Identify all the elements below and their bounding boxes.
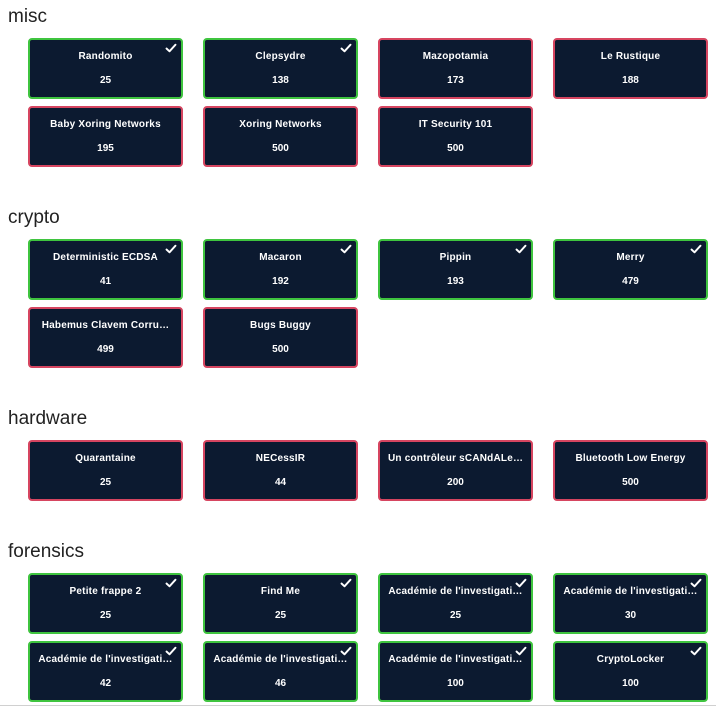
- divider: [0, 705, 716, 706]
- challenge-points: 25: [449, 610, 462, 621]
- challenge-name: Quarantaine: [75, 453, 136, 464]
- challenge-points: 41: [99, 276, 112, 287]
- check-icon: [515, 578, 527, 588]
- challenge-name: Académie de l'investigati…: [563, 586, 698, 597]
- challenge-points: 138: [272, 75, 289, 86]
- check-icon: [515, 244, 527, 254]
- challenge-name: Merry: [616, 252, 645, 263]
- check-icon: [165, 244, 177, 254]
- check-icon: [690, 646, 702, 656]
- category-title: forensics: [8, 541, 85, 562]
- challenge-name: Académie de l'investigati…: [38, 654, 173, 665]
- challenge-points: 500: [272, 143, 289, 154]
- challenge-name: Baby Xoring Networks: [50, 119, 161, 130]
- check-icon: [165, 43, 177, 53]
- challenge-name: Académie de l'investigati…: [388, 654, 523, 665]
- challenge-points: 44: [274, 477, 287, 488]
- challenge-card[interactable]: Clepsydre 138: [203, 38, 358, 99]
- check-icon: [165, 646, 177, 656]
- challenge-points: 479: [622, 276, 639, 287]
- challenge-points: 25: [274, 610, 287, 621]
- challenge-name: Macaron: [259, 252, 302, 263]
- challenge-card[interactable]: Deterministic ECDSA 41: [28, 239, 183, 300]
- check-icon: [165, 578, 177, 588]
- challenge-points: 200: [447, 477, 464, 488]
- challenge-points: 25: [99, 75, 112, 86]
- category-title: misc: [8, 6, 48, 27]
- challenge-name: IT Security 101: [418, 119, 493, 130]
- category-title: crypto: [8, 207, 60, 228]
- challenge-points: 192: [272, 276, 289, 287]
- challenge-card[interactable]: Le Rustique 188: [553, 38, 708, 99]
- challenge-points: 30: [624, 610, 637, 621]
- challenge-points: 100: [447, 678, 464, 689]
- challenge-points: 42: [99, 678, 112, 689]
- challenge-card[interactable]: Académie de l'investigati… 46: [203, 641, 358, 702]
- challenge-name: Le Rustique: [600, 51, 661, 62]
- challenge-grid: Deterministic ECDSA 41 Macaron 192 Pippin 193…: [28, 239, 708, 368]
- challenge-card[interactable]: Académie de l'investigati… 42: [28, 641, 183, 702]
- challenge-name: Clepsydre: [255, 51, 306, 62]
- challenge-points: 25: [99, 610, 112, 621]
- challenge-points: 173: [447, 75, 464, 86]
- challenge-name: Bugs Buggy: [250, 320, 311, 331]
- check-icon: [340, 578, 352, 588]
- challenge-points: 195: [97, 143, 114, 154]
- challenge-card[interactable]: Find Me 25: [203, 573, 358, 634]
- challenge-card[interactable]: CryptoLocker 100: [553, 641, 708, 702]
- challenge-name: Bluetooth Low Energy: [575, 453, 686, 464]
- challenge-card[interactable]: IT Security 101 500: [378, 106, 533, 167]
- challenge-card[interactable]: Baby Xoring Networks 195: [28, 106, 183, 167]
- challenge-card[interactable]: Bugs Buggy 500: [203, 307, 358, 368]
- challenge-card[interactable]: Randomito 25: [28, 38, 183, 99]
- challenge-name: NECessIR: [255, 453, 306, 464]
- challenge-card[interactable]: Quarantaine 25: [28, 440, 183, 501]
- challenge-name: Randomito: [78, 51, 133, 62]
- challenge-points: 100: [622, 678, 639, 689]
- challenge-points: 500: [622, 477, 639, 488]
- challenge-card[interactable]: NECessIR 44: [203, 440, 358, 501]
- challenge-points: 193: [447, 276, 464, 287]
- challenge-points: 25: [99, 477, 112, 488]
- challenge-card[interactable]: Xoring Networks 500: [203, 106, 358, 167]
- challenge-card[interactable]: Macaron 192: [203, 239, 358, 300]
- challenge-name: Xoring Networks: [239, 119, 322, 130]
- challenge-grid: Randomito 25 Clepsydre 138 Mazopotamia 173 Le …: [28, 38, 708, 167]
- challenge-name: Pippin: [439, 252, 472, 263]
- challenge-card[interactable]: Mazopotamia 173: [378, 38, 533, 99]
- check-icon: [340, 646, 352, 656]
- challenge-name: Find Me: [260, 586, 301, 597]
- check-icon: [340, 43, 352, 53]
- challenge-card[interactable]: Académie de l'investigati… 25: [378, 573, 533, 634]
- check-icon: [515, 646, 527, 656]
- challenge-card[interactable]: Merry 479: [553, 239, 708, 300]
- challenge-name: Académie de l'investigati…: [213, 654, 348, 665]
- challenge-card[interactable]: Académie de l'investigati… 100: [378, 641, 533, 702]
- challenge-card[interactable]: Un contrôleur sCANdALe… 200: [378, 440, 533, 501]
- check-icon: [340, 244, 352, 254]
- challenge-name: Un contrôleur sCANdALe…: [388, 453, 523, 464]
- challenge-name: Petite frappe 2: [69, 586, 142, 597]
- challenge-card[interactable]: Bluetooth Low Energy 500: [553, 440, 708, 501]
- challenge-card[interactable]: Pippin 193: [378, 239, 533, 300]
- challenge-points: 188: [622, 75, 639, 86]
- challenge-grid: Quarantaine 25 NECessIR 44 Un contrôleur sCA…: [28, 440, 708, 501]
- challenge-points: 46: [274, 678, 287, 689]
- check-icon: [690, 244, 702, 254]
- challenge-points: 500: [272, 344, 289, 355]
- challenge-points: 499: [97, 344, 114, 355]
- challenge-card[interactable]: Habemus Clavem Corru… 499: [28, 307, 183, 368]
- challenge-name: CryptoLocker: [596, 654, 665, 665]
- challenge-name: Habemus Clavem Corru…: [41, 320, 170, 331]
- check-icon: [690, 578, 702, 588]
- challenge-card[interactable]: Académie de l'investigati… 30: [553, 573, 708, 634]
- challenge-name: Mazopotamia: [422, 51, 489, 62]
- challenge-card[interactable]: Petite frappe 2 25: [28, 573, 183, 634]
- challenge-points: 500: [447, 143, 464, 154]
- challenge-name: Deterministic ECDSA: [53, 252, 158, 263]
- category-title: hardware: [8, 408, 88, 429]
- challenge-name: Académie de l'investigati…: [388, 586, 523, 597]
